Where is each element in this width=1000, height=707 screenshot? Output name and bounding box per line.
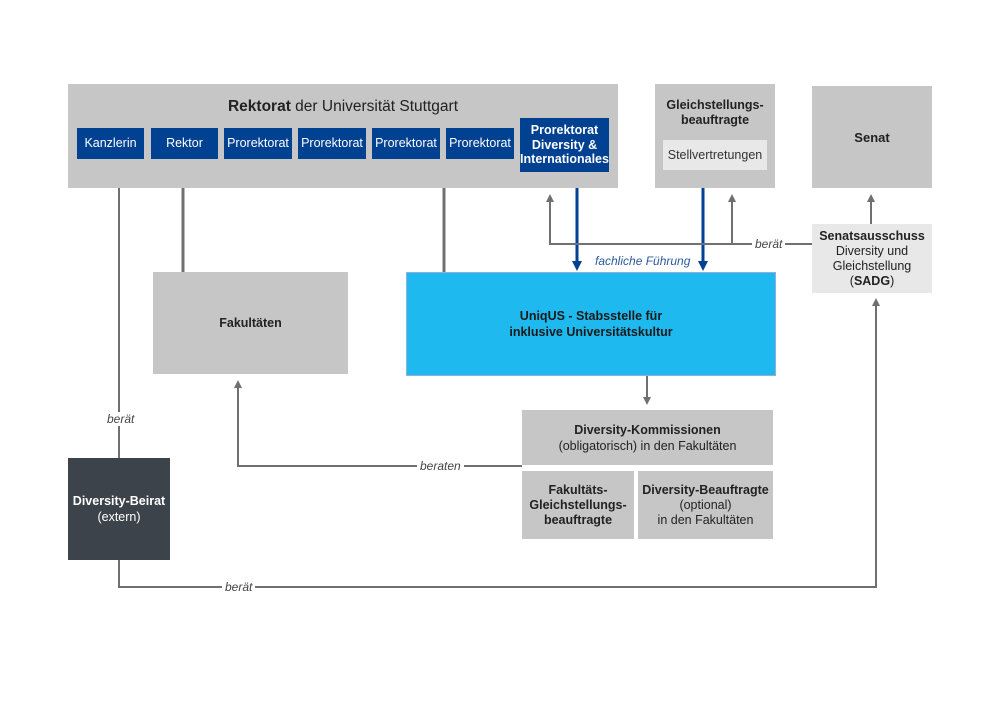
kommissionen-subtitle: (obligatorisch) in den Fakultäten	[558, 438, 737, 453]
kommissionen-title: Diversity-Kommissionen	[574, 422, 721, 437]
fak-gleich-line2: Gleichstellungs-	[529, 497, 627, 512]
stellvertretungen-box: Stellvertretungen	[663, 140, 767, 170]
prorektorat-diversity-button[interactable]: Prorektorat Diversity & Internationales	[520, 118, 609, 172]
diversity-beauftragte-box: Diversity-Beauftragte (optional) in den …	[638, 471, 773, 539]
line-sadg-beraet	[546, 194, 812, 245]
div-beauftragte-line3: in den Fakultäten	[657, 512, 754, 527]
prorektorat-button-3[interactable]: Prorektorat	[372, 128, 440, 159]
line-beirat-sadg	[118, 298, 880, 588]
kanzlerin-button[interactable]: Kanzlerin	[77, 128, 144, 159]
line-kommissionen-fakultaeten	[234, 380, 522, 467]
gleichstellung-title: Gleichstellungs-beauftragte	[666, 98, 764, 127]
fak-gleich-line3: beauftragte	[543, 512, 613, 527]
rektorat-title: Rektorat der Universität Stuttgart	[227, 98, 458, 115]
fak-gleichstellung-box: Fakultäts- Gleichstellungs- beauftragte	[522, 471, 634, 539]
prorektorat-button-4[interactable]: Prorektorat	[446, 128, 514, 159]
label-beraten: beraten	[417, 459, 464, 473]
kommissionen-box: Diversity-Kommissionen (obligatorisch) i…	[522, 410, 773, 465]
gleichstellung-box: Gleichstellungs-beauftragte Stellvertret…	[655, 84, 775, 188]
label-fachliche-fuehrung: fachliche Führung	[592, 254, 694, 268]
prorektorat-button-2[interactable]: Prorektorat	[298, 128, 366, 159]
div-beauftragte-title: Diversity-Beauftragte	[642, 482, 769, 497]
label-beraet-bottom: berät	[222, 580, 256, 594]
uniqus-line1: UniqUS - Stabsstelle für	[519, 309, 663, 323]
rektor-button[interactable]: Rektor	[151, 128, 218, 159]
senatsausschuss-line3: Gleichstellung	[832, 258, 912, 273]
uniqus-box: UniqUS - Stabsstelle für inklusive Unive…	[406, 272, 776, 376]
label-beraet-left: berät	[104, 412, 138, 426]
prorektorat-button-1[interactable]: Prorektorat	[224, 128, 292, 159]
senatsausschuss-abbr: (SADG)	[849, 273, 895, 288]
beirat-title: Diversity-Beirat	[72, 494, 166, 508]
fakultaeten-title: Fakultäten	[219, 316, 282, 330]
div-beauftragte-line2: (optional)	[679, 497, 732, 512]
fak-gleich-line1: Fakultäts-	[548, 482, 608, 497]
beirat-subtitle: (extern)	[97, 510, 141, 524]
senat-box: Senat	[812, 86, 932, 188]
label-beraet-top: berät	[752, 237, 786, 251]
uniqus-line2: inklusive Universitätskultur	[509, 325, 673, 339]
beirat-box: Diversity-Beirat (extern)	[68, 458, 170, 560]
senatsausschuss-line2: Diversity und	[835, 243, 909, 258]
senatsausschuss-box: Senatsausschuss Diversity und Gleichstel…	[812, 224, 932, 293]
senat-title: Senat	[854, 129, 890, 145]
senatsausschuss-title: Senatsausschuss	[819, 228, 925, 243]
fakultaeten-box: Fakultäten	[153, 272, 348, 374]
